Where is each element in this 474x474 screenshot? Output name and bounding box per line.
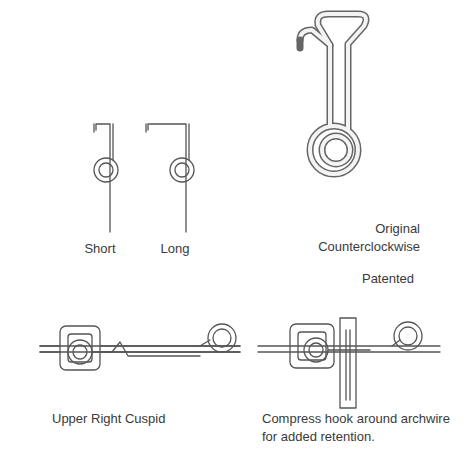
variant-label: Long (135, 240, 215, 258)
patent-note: Patented (338, 270, 438, 288)
instruction-caption: Compress hook around archwire for added … (262, 410, 467, 446)
variant-label: Short (60, 240, 140, 258)
long-hook (146, 124, 194, 232)
product-label: Original Counterclockwise (310, 220, 420, 256)
original-hook (300, 14, 366, 174)
short-hook (94, 124, 118, 232)
cuspid-illustration (40, 324, 240, 370)
position-caption: Upper Right Cuspid (52, 410, 232, 428)
compress-illustration (258, 318, 440, 408)
